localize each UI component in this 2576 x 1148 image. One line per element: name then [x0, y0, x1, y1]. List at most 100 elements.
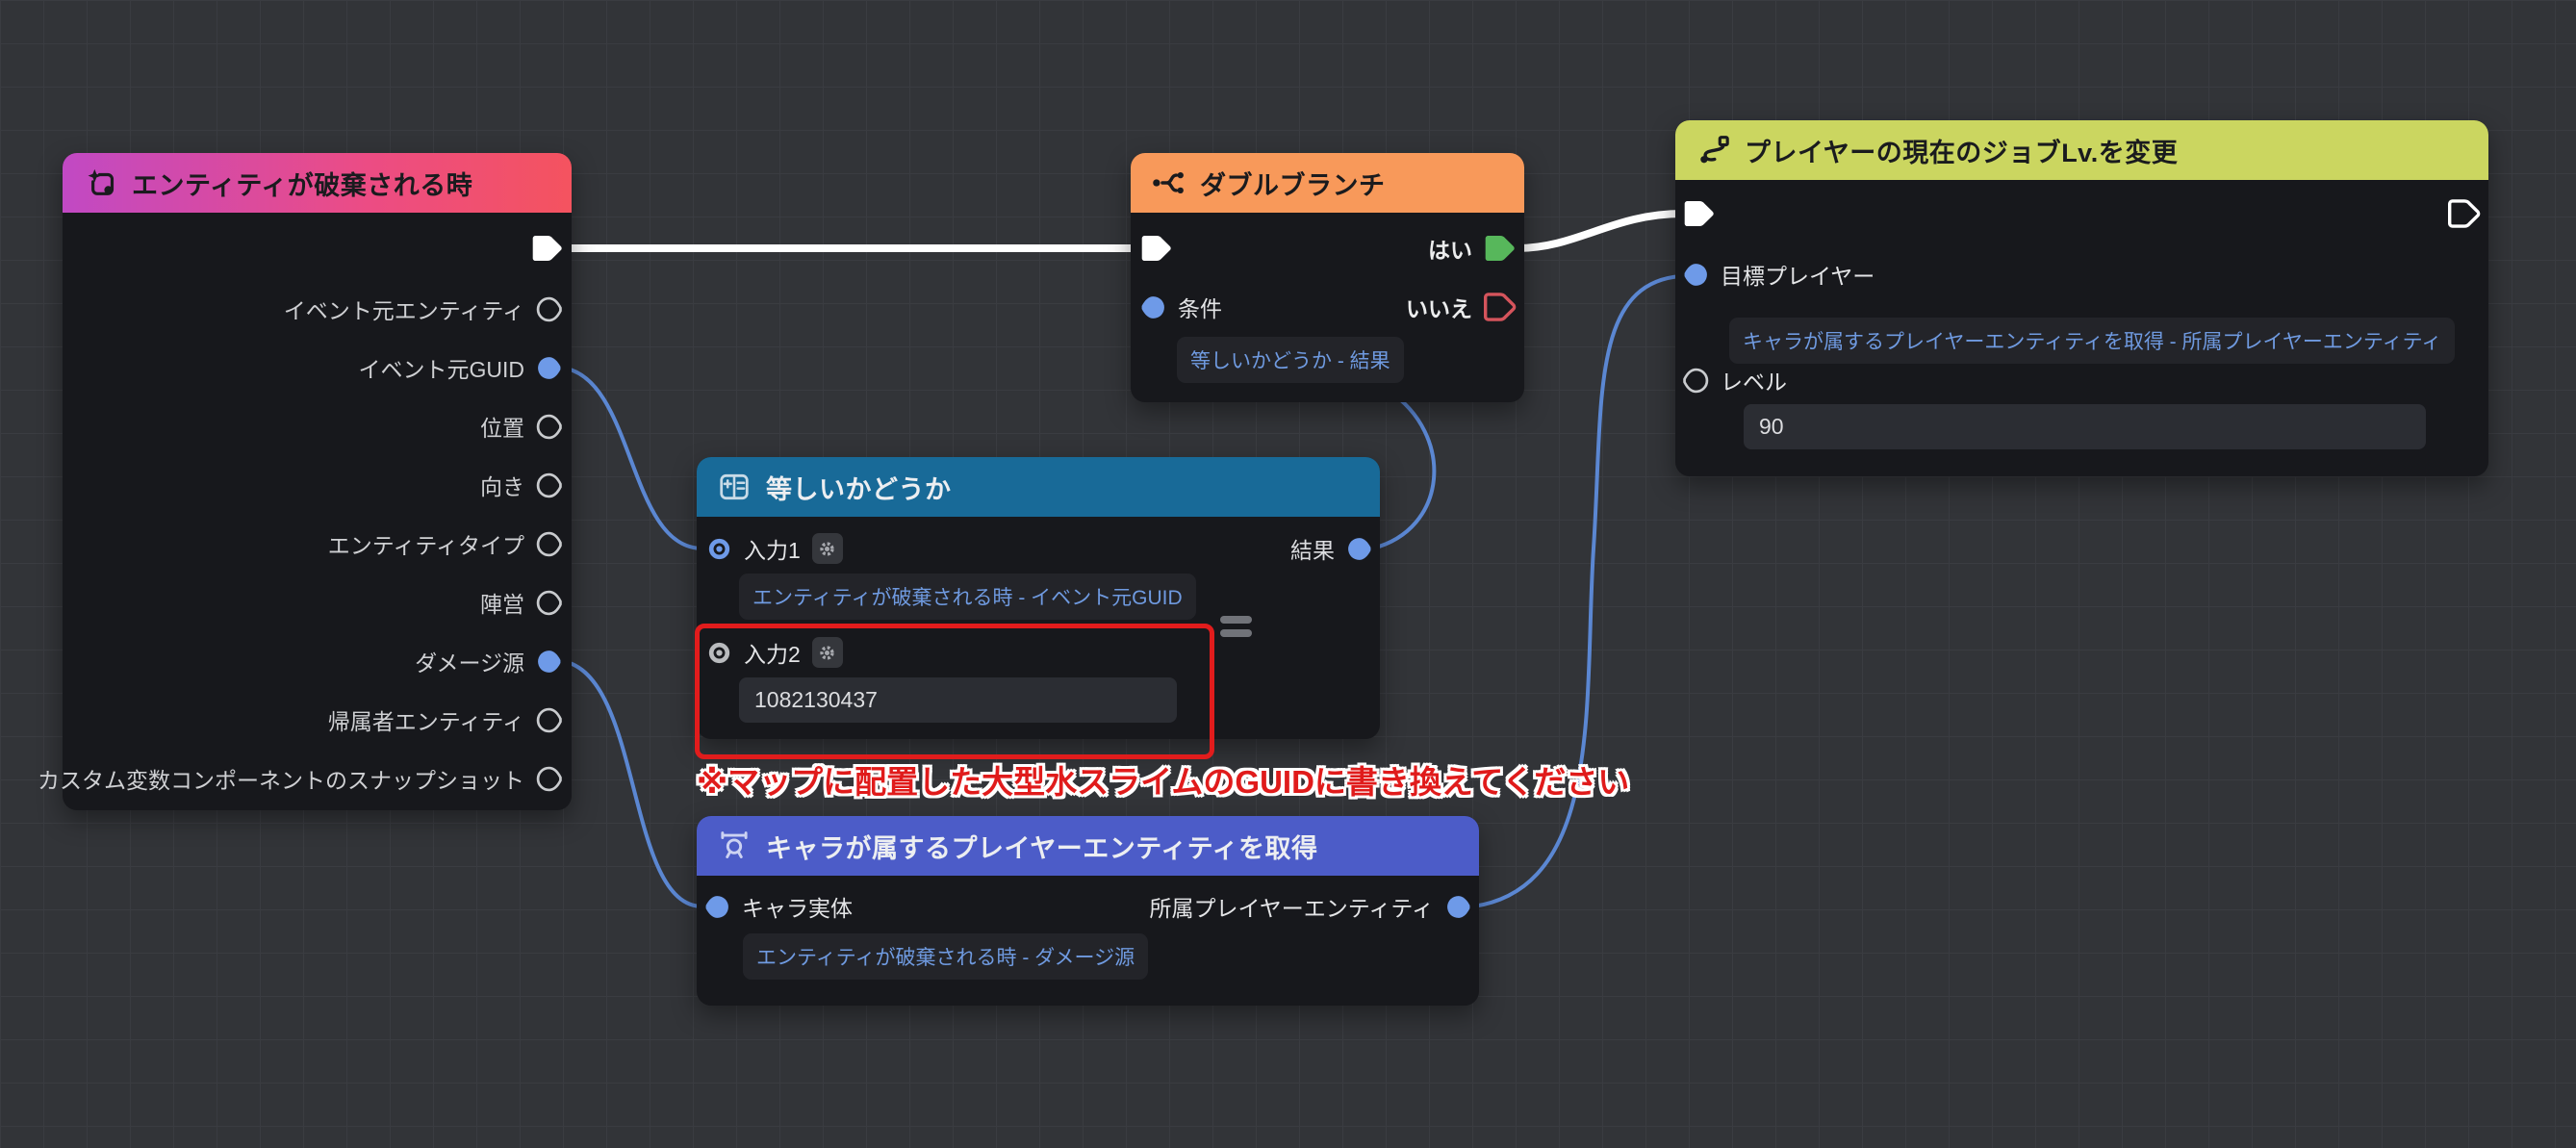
no-exec-port[interactable]: [1484, 293, 1517, 321]
input1-gear-button[interactable]: [811, 533, 843, 564]
flow-path-icon: [1695, 132, 1731, 168]
node-header[interactable]: エンティティが破棄される時: [63, 153, 572, 213]
annotation-note: ※マップに配置した大型水スライムのGUIDに書き換えてください: [697, 764, 1630, 800]
exec-in-port[interactable]: [1683, 199, 1716, 228]
output-port-row: 陣営: [480, 581, 562, 624]
input2-port[interactable]: [706, 640, 732, 666]
node-title: プレイヤーの現在のジョブLv.を変更: [1745, 138, 2179, 167]
output-port-row: ダメージ源: [415, 640, 562, 682]
player-entity-out-row: 所属プレイヤーエンティティ: [1149, 885, 1471, 928]
node-change-job-lv[interactable]: プレイヤーの現在のジョブLv.を変更 目標プレイヤー キャラが属するプレイヤーエ…: [1675, 120, 2488, 476]
node-header[interactable]: キャラが属するプレイヤーエンティティを取得: [697, 816, 1479, 876]
chara-entity-link-chip[interactable]: エンティティが破棄される時 - ダメージ源: [743, 933, 1149, 980]
exec-out-port[interactable]: [531, 234, 564, 263]
branch-icon: [1150, 165, 1186, 201]
exec-in-port[interactable]: [1140, 234, 1173, 263]
node-title: 等しいかどうか: [766, 474, 952, 504]
node-entity-destroyed[interactable]: エンティティが破棄される時 イベント元エンティティ イベント元GUID 位置: [38, 153, 572, 810]
data-out-port[interactable]: [536, 414, 562, 440]
node-header[interactable]: 等しいかどうか: [697, 457, 1380, 517]
player-entity-out-port[interactable]: [1445, 894, 1471, 920]
output-port-row: イベント元エンティティ: [284, 288, 562, 330]
port-label: 位置: [480, 416, 524, 441]
result-row: 結果: [1290, 527, 1372, 570]
level-row: レベル: [1683, 359, 1787, 401]
yes-row: はい: [1428, 227, 1517, 269]
data-out-port[interactable]: [536, 590, 562, 616]
calculator-icon: [716, 469, 752, 505]
event-trigger-icon: [82, 165, 118, 201]
output-port-row: 帰属者エンティティ: [328, 699, 562, 741]
equals-operator-icon: [1220, 616, 1252, 643]
port-label: カスタム変数コンポーネントのスナップショット: [38, 768, 524, 793]
port-label: 陣営: [480, 592, 524, 617]
port-label: ダメージ源: [415, 651, 524, 676]
level-label: レベル: [1721, 370, 1787, 395]
input2-row: 入力2: [706, 631, 843, 674]
node-header[interactable]: プレイヤーの現在のジョブLv.を変更: [1675, 120, 2488, 180]
input1-row: 入力1: [706, 527, 843, 570]
exec-out-row: [531, 227, 564, 269]
output-port-row: エンティティタイプ: [328, 523, 562, 565]
no-label: いいえ: [1406, 296, 1472, 321]
condition-link-chip[interactable]: 等しいかどうか - 結果: [1177, 337, 1404, 383]
node-equals[interactable]: 等しいかどうか 入力1 結果 エンティティが破棄される時 - イベント元GUID…: [697, 457, 1380, 739]
node-title: キャラが属するプレイヤーエンティティを取得: [766, 833, 1318, 863]
node-title: ダブルブランチ: [1200, 170, 1386, 200]
input1-port[interactable]: [706, 536, 732, 562]
port-label: 帰属者エンティティ: [327, 709, 524, 734]
chara-entity-in-port[interactable]: [704, 894, 730, 920]
condition-row: 条件: [1140, 286, 1222, 328]
chara-entity-row: キャラ実体: [704, 885, 853, 928]
output-port-row: イベント元GUID: [359, 346, 563, 389]
no-row: いいえ: [1406, 286, 1517, 328]
input1-link-chip[interactable]: エンティティが破棄される時 - イベント元GUID: [739, 574, 1196, 620]
output-port-row: 位置: [480, 405, 562, 447]
level-in-port[interactable]: [1683, 368, 1709, 394]
player-entity-out-label: 所属プレイヤーエンティティ: [1149, 896, 1434, 921]
yes-label: はい: [1428, 238, 1472, 263]
port-label: イベント元GUID: [358, 357, 525, 382]
node-header[interactable]: ダブルブランチ: [1131, 153, 1524, 213]
input2-gear-button[interactable]: [811, 637, 843, 668]
yes-exec-port[interactable]: [1484, 234, 1517, 263]
target-player-label: 目標プレイヤー: [1721, 264, 1875, 289]
wire-playerentity-to-target[interactable]: [1471, 274, 1683, 908]
data-out-port[interactable]: [536, 649, 562, 675]
condition-in-port[interactable]: [1140, 294, 1166, 320]
port-label: イベント元エンティティ: [283, 298, 524, 323]
chara-entity-label: キャラ実体: [742, 896, 853, 921]
target-player-in-port[interactable]: [1683, 262, 1709, 288]
exec-out-row: [2448, 192, 2481, 235]
port-label: エンティティタイプ: [327, 533, 524, 558]
result-out-port[interactable]: [1346, 536, 1372, 562]
wire-exec-yes-to-job[interactable]: [1513, 210, 1687, 252]
data-out-port[interactable]: [536, 472, 562, 498]
input1-label: 入力1: [744, 538, 801, 563]
exec-out-port[interactable]: [2448, 199, 2481, 228]
level-input[interactable]: [1744, 404, 2426, 449]
port-label: 向き: [480, 474, 524, 499]
wire-guid-to-input1[interactable]: [560, 366, 704, 550]
data-out-port[interactable]: [536, 766, 562, 792]
target-player-link-chip[interactable]: キャラが属するプレイヤーエンティティを取得 - 所属プレイヤーエンティティ: [1729, 318, 2456, 364]
exec-in-row: [1683, 192, 1716, 235]
node-get-player-entity[interactable]: キャラが属するプレイヤーエンティティを取得 キャラ実体 所属プレイヤーエンティテ…: [697, 816, 1479, 1006]
result-label: 結果: [1290, 538, 1335, 563]
data-out-port[interactable]: [536, 531, 562, 557]
lookup-icon: [716, 828, 752, 864]
data-out-port[interactable]: [536, 355, 562, 381]
node-double-branch[interactable]: ダブルブランチ はい 条件 いいえ 等しいかどうか - 結果: [1131, 153, 1524, 402]
output-port-row: カスタム変数コンポーネントのスナップショット: [38, 757, 562, 800]
node-title: エンティティが破棄される時: [132, 170, 473, 200]
data-out-port[interactable]: [536, 707, 562, 733]
target-player-row: 目標プレイヤー: [1683, 253, 1875, 295]
condition-label: 条件: [1178, 296, 1222, 321]
wire-damage-to-chara[interactable]: [560, 659, 704, 908]
data-out-port[interactable]: [536, 296, 562, 322]
input2-label: 入力2: [744, 642, 801, 667]
highlight-rectangle: [695, 624, 1214, 759]
output-port-row: 向き: [480, 464, 562, 506]
input2-value-field[interactable]: [739, 677, 1177, 723]
exec-in-row: [1140, 227, 1173, 269]
